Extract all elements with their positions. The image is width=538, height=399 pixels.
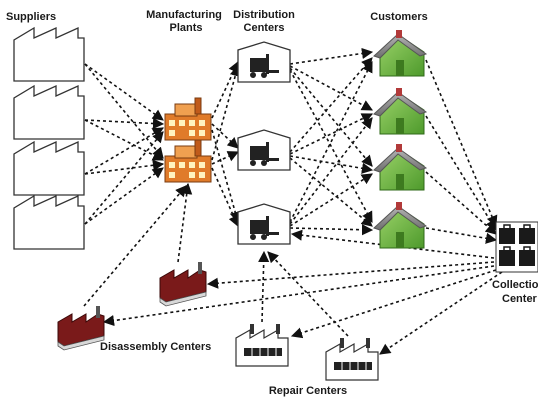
repair-center-icon [325,338,379,381]
arrow [84,63,164,159]
arrow [290,229,495,259]
arrow [290,269,497,339]
arrow [211,60,239,119]
supplier-factory [13,194,85,250]
arrow [289,155,374,174]
arrow [211,129,241,224]
disassembly-centers-label: Disassembly Centers [100,341,211,353]
disassembly-center-icon [159,262,207,307]
arrow [84,127,164,175]
customer-house-icon [373,30,428,77]
distribution-centers-label-line2: Centers [244,22,285,34]
arrow [289,57,373,153]
manufacturing-plants-label-line2: Plants [169,22,202,34]
arrow [289,224,374,236]
disassembly-center-icon [57,306,105,351]
arrow [425,115,497,231]
manufacturing-plant-icon [164,97,212,141]
arrow [289,173,373,227]
repair-centers-label: Repair Centers [269,385,347,397]
arrow [84,131,164,225]
arrow [206,261,495,289]
arrow [211,64,241,161]
customer-house-icon [373,202,428,249]
customer-house-icon [373,144,428,191]
distribution-center-icon [237,41,291,83]
arrow [425,171,497,235]
customer-house-icon [373,88,428,135]
collection-center-label-line1: Collection [492,279,538,291]
arrow [425,227,498,244]
arrow [425,59,498,228]
arrow [84,167,164,225]
arrow [84,119,164,161]
supplier-factory [13,140,85,196]
arrow [289,157,373,227]
customers-label: Customers [370,11,427,23]
collection-center-label-line2: Center [502,293,538,305]
collection-center-icon [495,221,538,273]
arrow [379,271,503,355]
arrow [177,182,193,263]
supplier-factory [13,84,85,140]
arrow [211,151,240,165]
manufacturing-plants-label-line1: Manufacturing [146,9,222,21]
manufacturing-plant-icon [164,139,212,183]
arrow [289,113,374,155]
arrow [289,65,373,111]
arrow [83,185,187,307]
distribution-centers-label-line1: Distribution [233,9,295,21]
arrow [289,69,373,223]
arrow [84,117,165,130]
distribution-center-icon [237,203,291,245]
flow-arrows [83,47,503,355]
repair-center-icon [235,324,289,367]
arrow [289,67,373,167]
suppliers-label: Suppliers [6,11,56,23]
supplier-factory [13,26,85,82]
arrow [267,251,349,337]
arrow [289,47,374,65]
arrow [84,159,165,175]
arrow [289,117,373,225]
arrow [84,63,164,121]
arrow [258,250,270,323]
distribution-center-icon [237,129,291,171]
arrow [211,167,239,228]
